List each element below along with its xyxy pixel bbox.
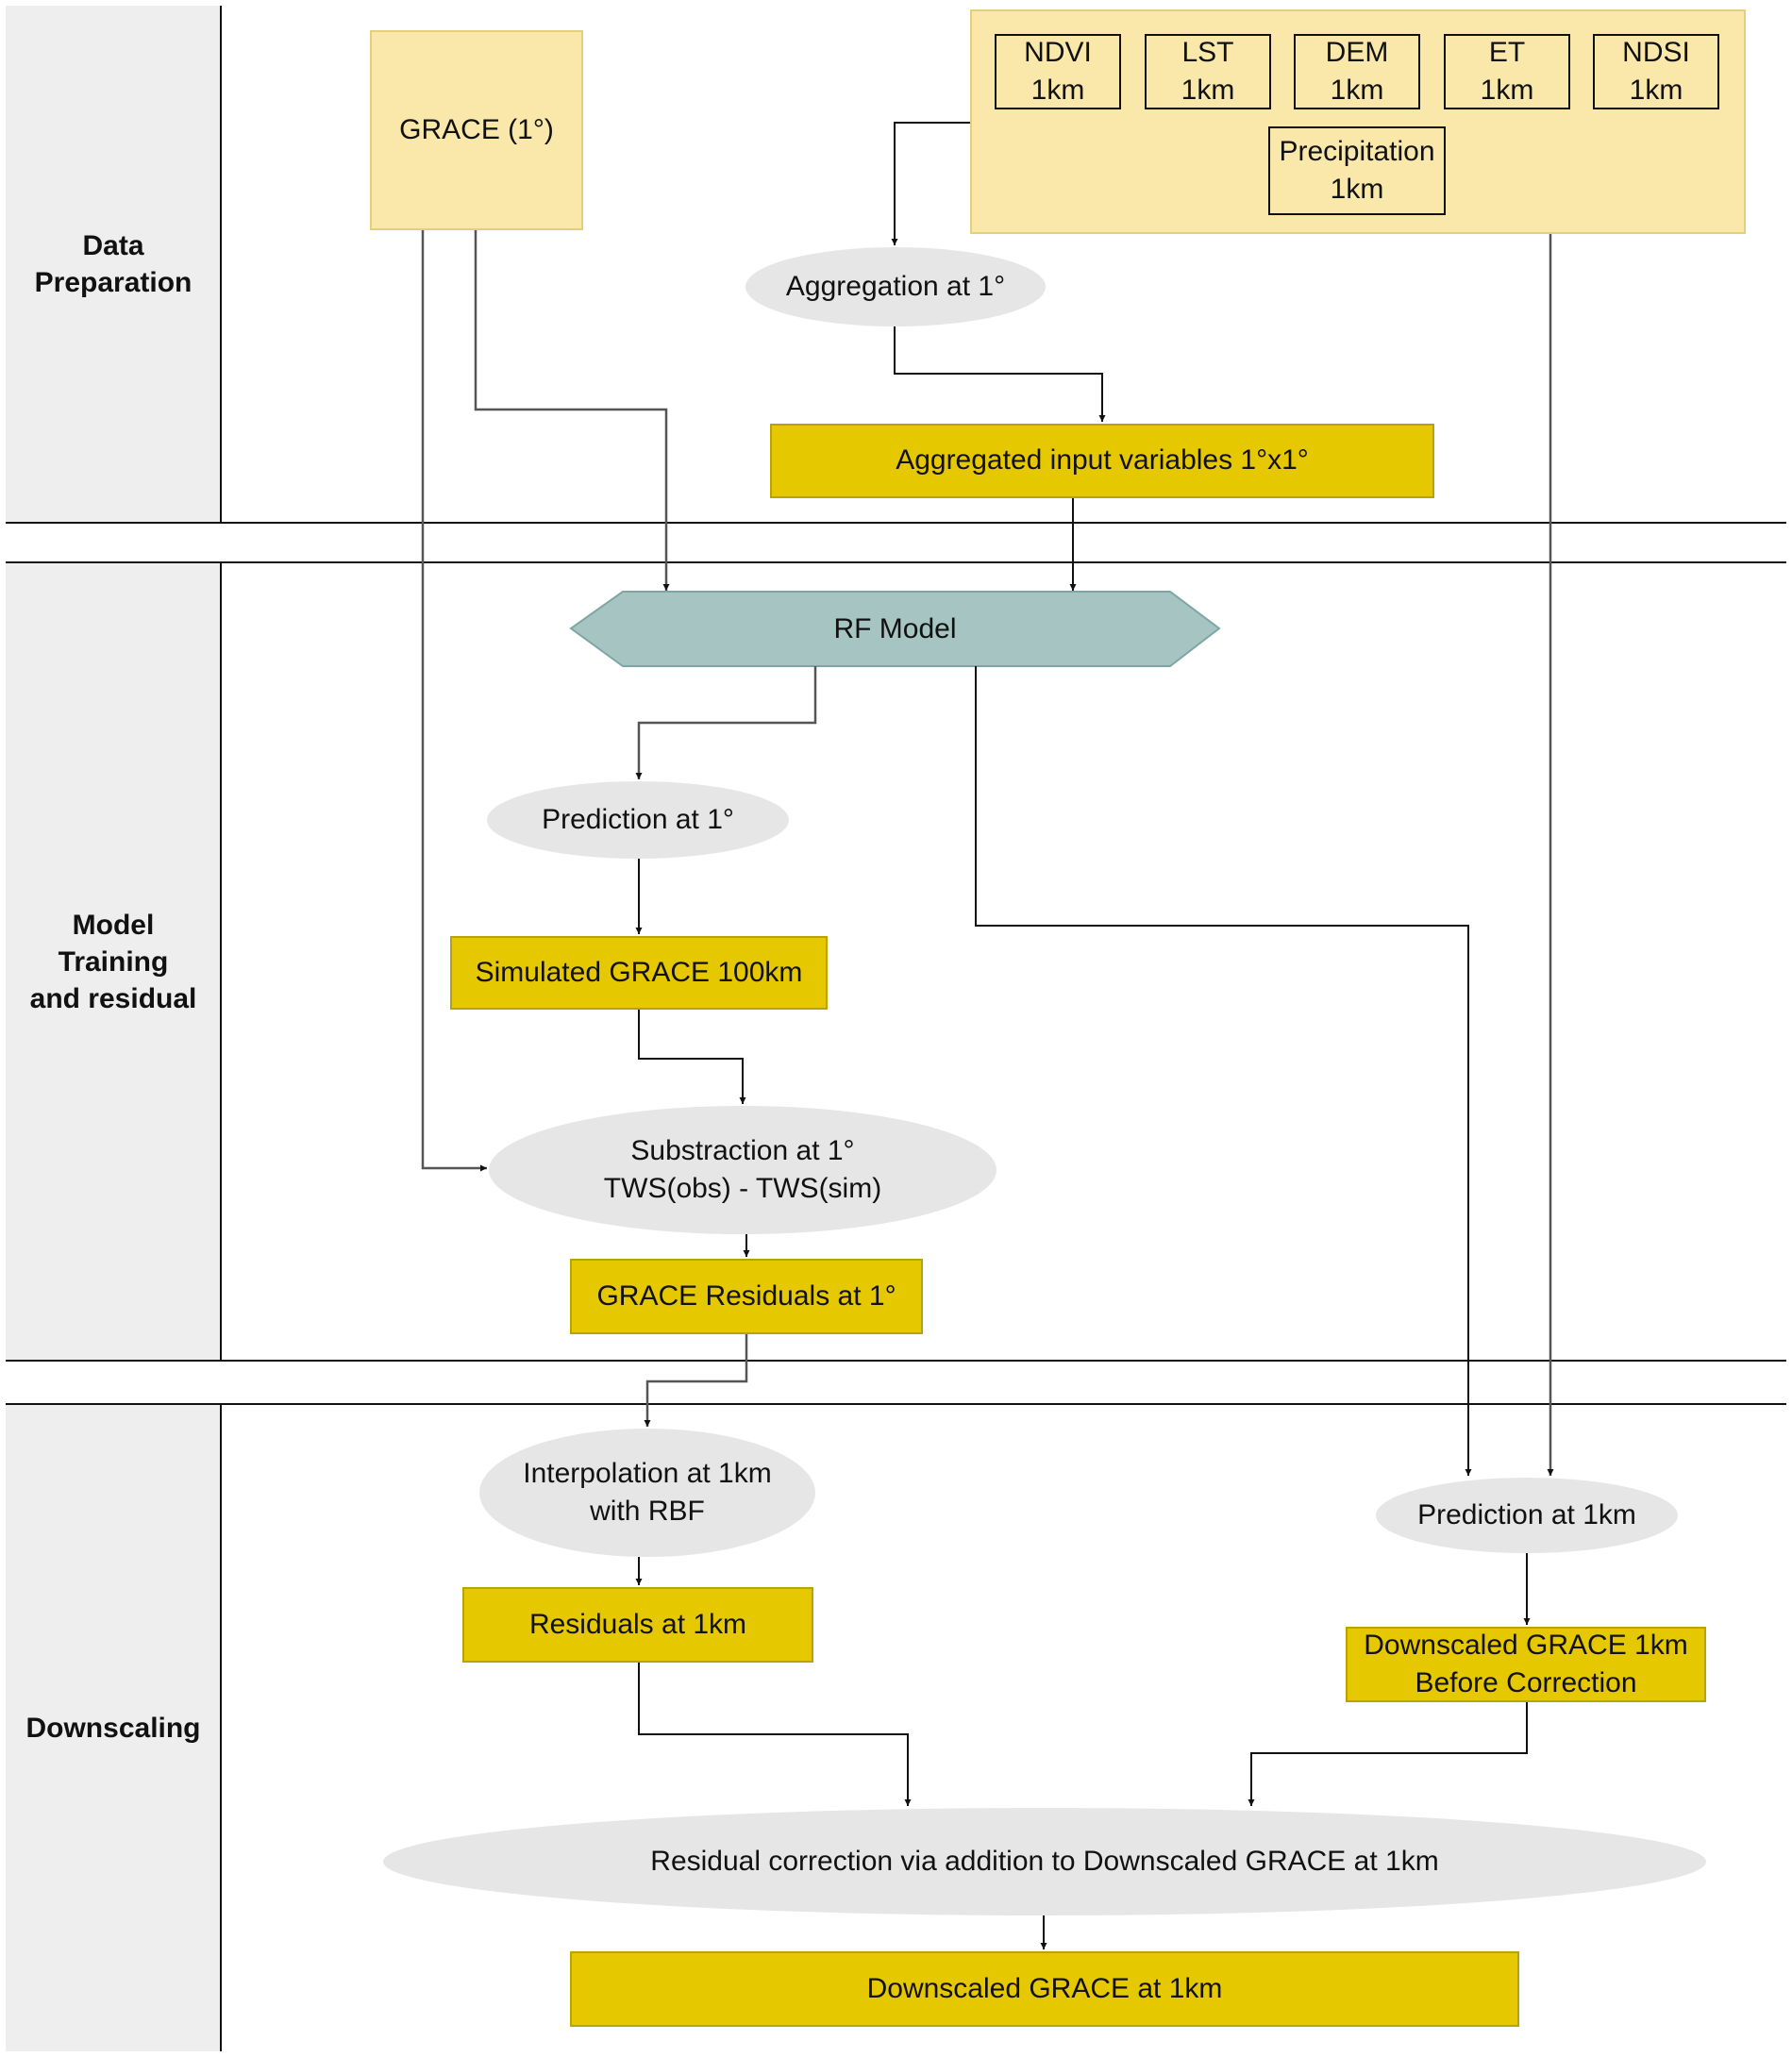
arrow-residuals-1km-to-correction xyxy=(638,1663,912,1806)
precipitation-input: Precipitation 1km xyxy=(1268,126,1446,215)
lane-label-downscaling: Downscaling xyxy=(25,1712,201,1744)
arrow-rf-to-prediction-1deg xyxy=(635,666,817,779)
lane-label-model-training: Model Training and residual xyxy=(29,909,197,1014)
grace-residuals-node: GRACE Residuals at 1° xyxy=(570,1259,923,1334)
lane-data-preparation: Data Preparation xyxy=(6,6,221,523)
arrow-grace-to-subtraction xyxy=(421,230,487,1172)
interpolation-node: Interpolation at 1km with RBF xyxy=(479,1429,815,1557)
arrow-grace-to-rf xyxy=(474,230,670,591)
residuals-1km-node: Residuals at 1km xyxy=(462,1587,813,1663)
arrow-downscaled-before-to-correction xyxy=(1248,1702,1528,1806)
lane-downscaling: Downscaling xyxy=(6,1404,221,2051)
downscaled-before-node: Downscaled GRACE 1km Before Correction xyxy=(1346,1627,1706,1702)
lane-label-data-preparation: Data Preparation xyxy=(34,230,193,298)
simulated-grace-node: Simulated GRACE 100km xyxy=(450,936,828,1010)
aggregation-node: Aggregation at 1° xyxy=(745,247,1046,326)
prediction-1deg-node: Prediction at 1° xyxy=(487,781,789,859)
ndsi-input: NDSI 1km xyxy=(1593,34,1719,109)
ndvi-input: NDVI 1km xyxy=(995,34,1121,109)
residual-correction-node: Residual correction via addition to Down… xyxy=(383,1808,1706,1915)
downscaled-final-node: Downscaled GRACE at 1km xyxy=(570,1951,1519,2027)
lane-model-training: Model Training and residual xyxy=(6,562,221,1361)
arrow-aggregation-to-aggregated xyxy=(894,326,1106,422)
arrow-inputs-to-aggregation xyxy=(891,122,970,245)
arrow-simulated-to-subtraction xyxy=(638,1010,746,1104)
lst-input: LST 1km xyxy=(1145,34,1271,109)
arrow-rf-to-prediction-1km xyxy=(975,666,1472,1476)
prediction-1km-node: Prediction at 1km xyxy=(1376,1478,1678,1553)
rf-model-label: RF Model xyxy=(833,612,957,644)
aggregated-inputs-node: Aggregated input variables 1°x1° xyxy=(770,424,1434,498)
subtraction-node: Substraction at 1° TWS(obs) - TWS(sim) xyxy=(489,1106,996,1234)
et-input: ET 1km xyxy=(1444,34,1570,109)
rf-model-shape xyxy=(569,591,1221,667)
dem-input: DEM 1km xyxy=(1294,34,1420,109)
grace-1deg-node: GRACE (1°) xyxy=(370,30,583,230)
arrow-residuals-to-interpolation xyxy=(644,1334,748,1427)
